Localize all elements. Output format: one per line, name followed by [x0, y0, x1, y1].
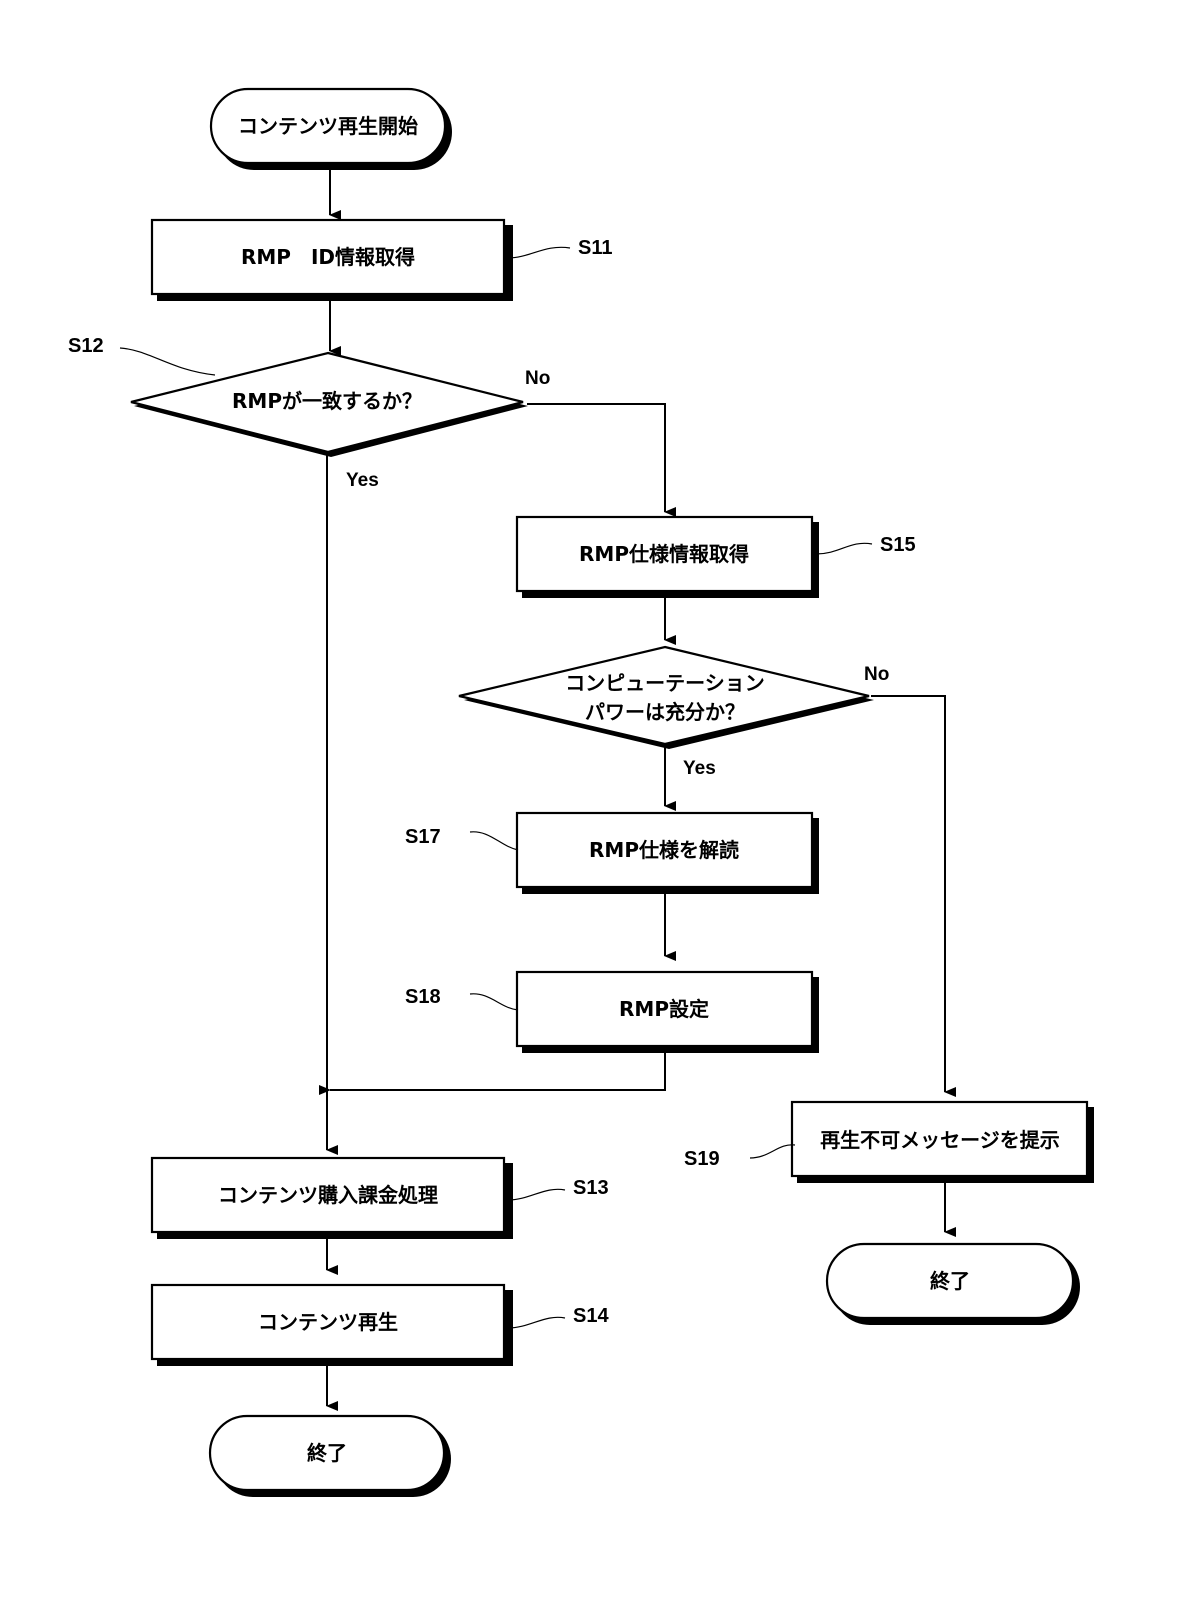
branch-s16-no: No [864, 664, 889, 685]
branch-s16-yes: Yes [683, 758, 716, 779]
arrow-s16-no-to-s19 [871, 696, 945, 1092]
arrow-s12-no-to-s15 [527, 404, 665, 512]
process-s11: RMP ID情報取得 [152, 220, 513, 301]
step-label-s18: S18 [405, 986, 441, 1008]
step-label-s14: S14 [573, 1305, 609, 1327]
end-terminal-left-label: 終了 [307, 1441, 347, 1465]
decision-s16: コンピューテーション パワーは充分か？ [459, 647, 874, 749]
decision-s16-label-line1: コンピューテーション [565, 671, 765, 695]
step-label-s13: S13 [573, 1177, 609, 1199]
process-s18-label: RMP設定 [619, 997, 709, 1021]
leader-s19 [750, 1145, 795, 1158]
process-s13-label: コンテンツ購入課金処理 [218, 1183, 438, 1207]
branch-s12-yes: Yes [346, 470, 379, 491]
process-s17: RMP仕様を解読 [517, 813, 819, 894]
decision-s16-label-line2: パワーは充分か？ [585, 700, 745, 724]
branch-s12-no: No [525, 368, 550, 389]
process-s13: コンテンツ購入課金処理 [152, 1158, 513, 1239]
start-terminal-label: コンテンツ再生開始 [238, 114, 418, 138]
decision-s12-label: RMPが一致するか？ [232, 389, 422, 413]
leader-s15 [816, 543, 872, 554]
end-terminal-right-label: 終了 [930, 1269, 970, 1293]
process-s19: 再生不可メッセージを提示 [792, 1102, 1094, 1183]
leader-s14 [508, 1317, 565, 1328]
step-label-s12: S12 [68, 335, 104, 357]
end-terminal-left: 終了 [210, 1416, 451, 1497]
start-terminal: コンテンツ再生開始 [211, 89, 452, 170]
decision-s12: RMPが一致するか？ [131, 353, 528, 457]
leader-s11 [508, 247, 570, 258]
process-s18: RMP設定 [517, 972, 819, 1053]
process-s14: コンテンツ再生 [152, 1285, 513, 1366]
step-label-s15: S15 [880, 534, 916, 556]
leader-s13 [508, 1189, 565, 1200]
process-s15: RMP仕様情報取得 [517, 517, 819, 598]
process-s17-label: RMP仕様を解読 [589, 838, 739, 862]
leader-s12 [120, 348, 215, 375]
process-s15-label: RMP仕様情報取得 [579, 542, 749, 566]
process-s11-label: RMP ID情報取得 [241, 245, 415, 269]
process-s14-label: コンテンツ再生 [258, 1310, 398, 1334]
step-label-s19: S19 [684, 1148, 720, 1170]
leader-s17 [470, 832, 518, 850]
step-label-s17: S17 [405, 826, 441, 848]
end-terminal-right: 終了 [827, 1244, 1080, 1325]
process-s19-label: 再生不可メッセージを提示 [820, 1128, 1060, 1152]
step-label-s11: S11 [578, 237, 612, 259]
leader-s18 [470, 994, 518, 1010]
